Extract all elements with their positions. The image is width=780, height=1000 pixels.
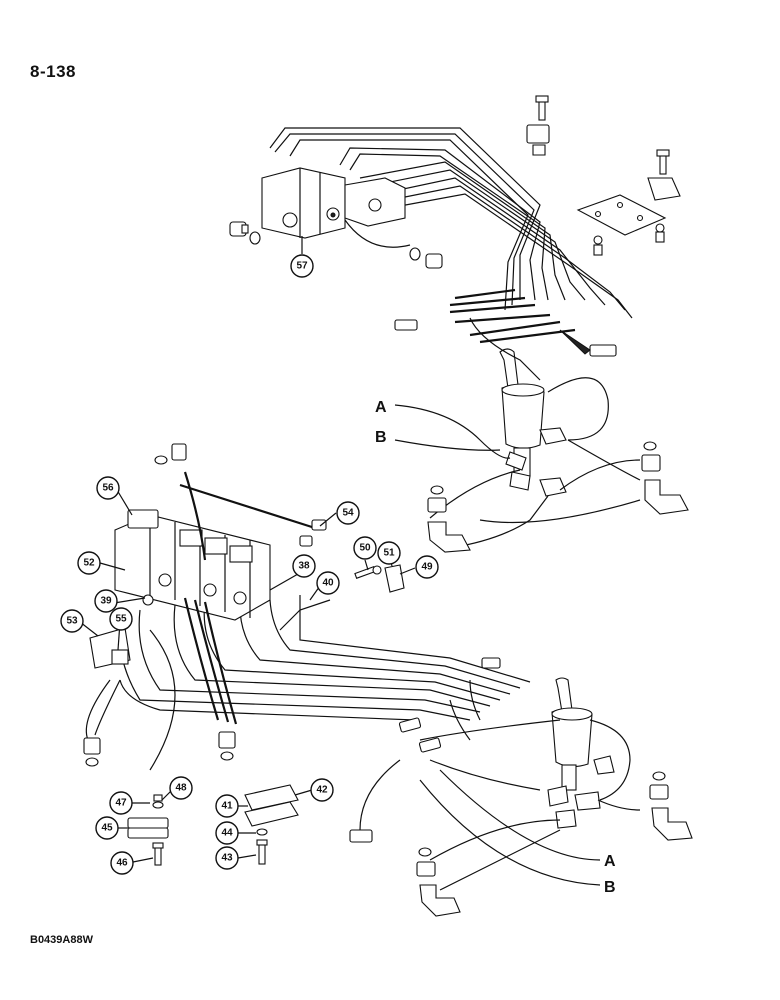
svg-text:49: 49 — [421, 562, 433, 573]
figure-code: B0439A88W — [30, 934, 93, 946]
callout-44: 44 — [215, 821, 239, 845]
callout-50: 50 — [353, 536, 377, 560]
hose-label-b-lower: B — [604, 879, 616, 896]
svg-text:47: 47 — [115, 798, 127, 809]
callout-51: 51 — [377, 541, 401, 565]
hose-label-a-lower: A — [604, 853, 616, 870]
callout-57: 57 — [290, 254, 314, 278]
svg-text:39: 39 — [100, 596, 112, 607]
svg-text:53: 53 — [66, 616, 78, 627]
lower-control-valve-bank — [114, 509, 271, 621]
callout-46: 46 — [110, 851, 134, 875]
upper-control-valve — [261, 167, 406, 239]
svg-text:51: 51 — [383, 548, 395, 559]
callout-56: 56 — [96, 476, 120, 500]
svg-text:41: 41 — [221, 801, 233, 812]
callout-52: 52 — [77, 551, 101, 575]
svg-text:43: 43 — [221, 853, 233, 864]
svg-text:56: 56 — [102, 483, 114, 494]
callout-41: 41 — [215, 794, 239, 818]
callout-43: 43 — [215, 846, 239, 870]
lower-valve-hoses — [85, 471, 316, 771]
svg-text:52: 52 — [83, 558, 95, 569]
callout-39: 39 — [94, 589, 118, 613]
callout-40: 40 — [316, 571, 340, 595]
upper-hose-ends — [394, 288, 617, 357]
callout-45: 45 — [95, 816, 119, 840]
svg-text:38: 38 — [298, 561, 310, 572]
svg-text:45: 45 — [101, 823, 113, 834]
lower-tube-bundle — [118, 595, 531, 721]
lower-valve-fittings — [83, 443, 327, 767]
upper-tube-bundle — [269, 127, 633, 319]
clamp-assembly-41 — [244, 784, 299, 865]
upper-joystick — [499, 348, 567, 497]
callout-55: 55 — [109, 607, 133, 631]
svg-text:48: 48 — [175, 783, 187, 794]
callout-47: 47 — [109, 791, 133, 815]
clamp-assembly-47 — [127, 794, 169, 866]
callout-53: 53 — [60, 609, 84, 633]
svg-text:46: 46 — [116, 858, 128, 869]
svg-text:44: 44 — [221, 828, 233, 839]
callout-48: 48 — [169, 776, 193, 800]
upper-valve-fittings — [229, 219, 443, 269]
upper-right-fittings — [427, 441, 689, 553]
svg-text:42: 42 — [316, 785, 328, 796]
hose-label-a-upper: A — [375, 399, 387, 416]
hose-label-b-upper: B — [375, 429, 387, 446]
svg-text:50: 50 — [359, 543, 371, 554]
callout-42: 42 — [310, 778, 334, 802]
svg-text:55: 55 — [115, 614, 127, 625]
callout-49: 49 — [415, 555, 439, 579]
upper-mounting-bracket — [526, 95, 681, 256]
lower-clip-bolt-50 — [354, 564, 405, 593]
svg-text:57: 57 — [296, 261, 308, 272]
page-number: 8-138 — [30, 62, 76, 81]
svg-text:54: 54 — [342, 508, 354, 519]
callout-54: 54 — [336, 501, 360, 525]
lower-joystick-hoses — [359, 679, 641, 891]
svg-text:40: 40 — [322, 578, 334, 589]
lower-joystick — [547, 677, 615, 829]
lower-fittings — [349, 657, 693, 917]
callout-38: 38 — [292, 554, 316, 578]
